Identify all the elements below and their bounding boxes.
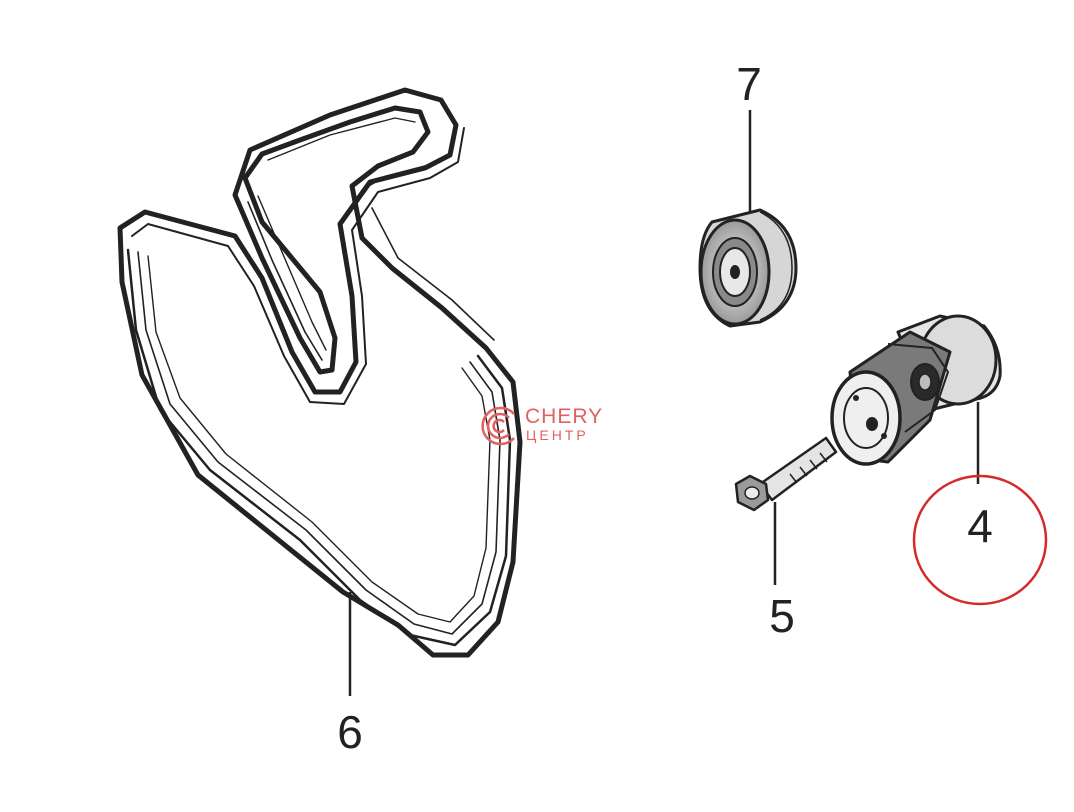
highlight-circle bbox=[912, 474, 1048, 606]
callout-label-5: 5 bbox=[769, 590, 795, 642]
callout-label-4: 4 bbox=[967, 500, 993, 552]
belt-tensioner bbox=[830, 314, 1002, 466]
watermark-line2: ЦЕНТР bbox=[526, 427, 589, 443]
watermark-line1: CHERY bbox=[525, 405, 603, 428]
callout-label-6: 6 bbox=[337, 706, 363, 758]
callout-label-7: 7 bbox=[736, 58, 762, 110]
idler-pulley bbox=[698, 208, 798, 328]
tensioner-bolt bbox=[734, 436, 838, 512]
chery-logo-icon bbox=[481, 406, 515, 446]
chery-watermark: CHERY ЦЕНТР bbox=[481, 405, 603, 446]
serpentine-belt bbox=[117, 87, 523, 658]
